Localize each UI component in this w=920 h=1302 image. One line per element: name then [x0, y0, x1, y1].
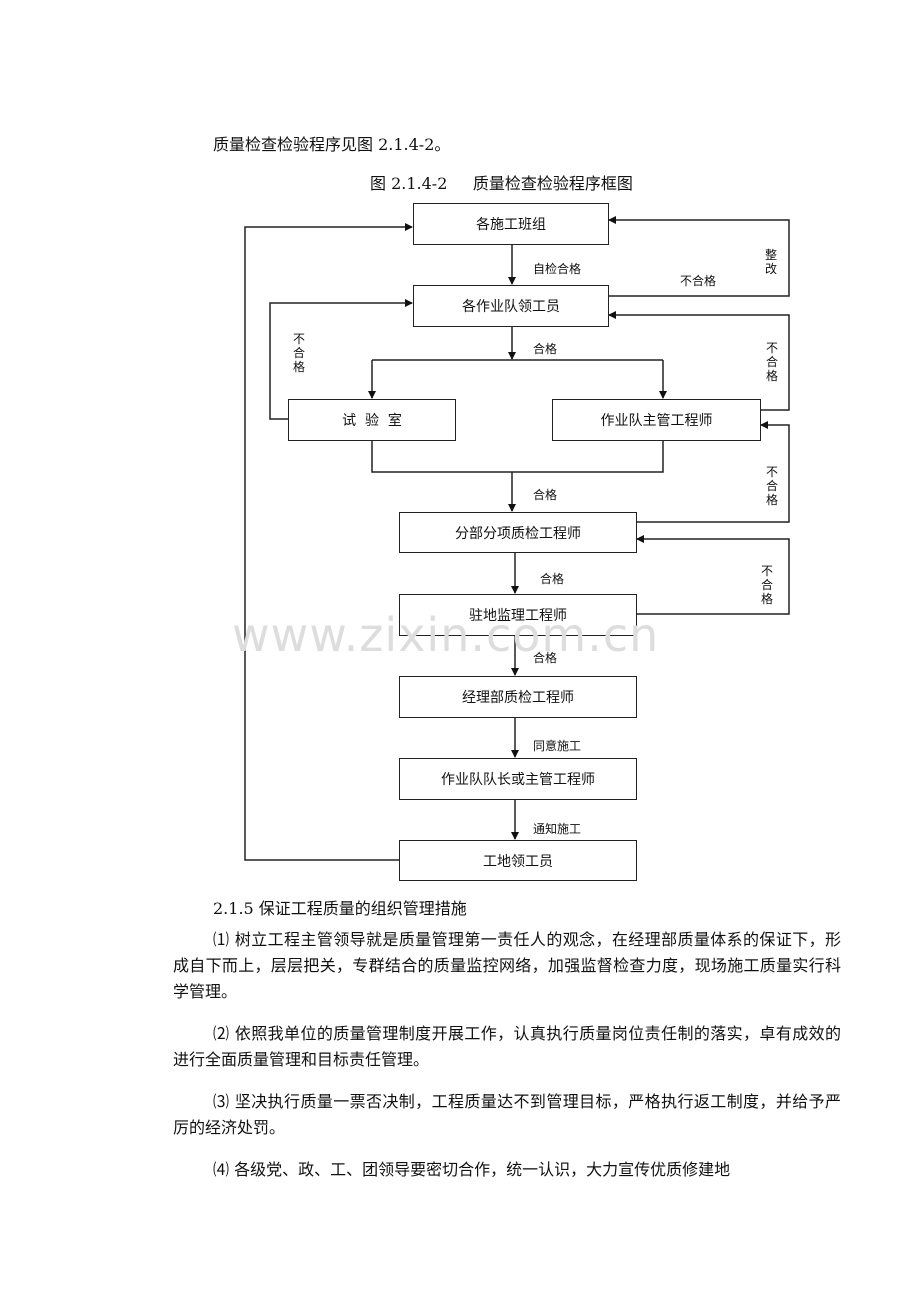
flowchart-connectors [244, 216, 790, 861]
label-fail-right-3: 不合格 [761, 564, 774, 606]
label-agree-construction: 同意施工 [533, 739, 582, 753]
watermark: www.zixin.com.cn [232, 608, 660, 662]
label-pass-4: 合格 [533, 651, 558, 665]
label-fail-lab: 不合格 [293, 332, 306, 374]
label-notify-construction: 通知施工 [533, 822, 582, 836]
label-fail-top: 不合格 [680, 274, 717, 288]
box-resident-supervisor: 驻地监理工程师 [399, 594, 637, 636]
label-pass-2: 合格 [533, 488, 558, 502]
box-team-foreman: 各作业队领工员 [413, 285, 609, 327]
engineer-fail-arrow [608, 311, 790, 411]
box-work-teams: 各施工班组 [413, 203, 609, 245]
label-pass-1: 合格 [533, 342, 558, 356]
box-subitem-qc-engineer: 分部分项质检工程师 [399, 512, 637, 553]
paragraph-4: ⑷ 各级党、政、工、团领导要密切合作，统一认识，大力宣传优质修建地 [213, 1160, 731, 1179]
label-pass-3: 合格 [540, 572, 565, 586]
intro-text: 质量检查检验程序见图 2.1.4-2。 [213, 135, 451, 154]
box-dept-qc-engineer: 经理部质检工程师 [399, 676, 637, 718]
label-self-check-pass: 自检合格 [533, 262, 582, 276]
rectify-loop-arrow [608, 216, 790, 297]
box-team-leader: 作业队队长或主管工程师 [399, 758, 637, 800]
section-heading: 2.1.5 保证工程质量的组织管理措施 [213, 899, 467, 918]
lab-fail-arrow [269, 299, 413, 420]
paragraph-2: ⑵ 依照我单位的质量管理制度开展工作，认真执行质量岗位责任制的落实，卓有成效的进… [173, 1024, 841, 1069]
label-fail-right-1: 不合格 [766, 341, 779, 383]
box-laboratory: 试 验 室 [288, 399, 456, 441]
paragraph-1: ⑴ 树立工程主管领导就是质量管理第一责任人的观念，在经理部质量体系的保证下，形成… [173, 930, 841, 1001]
figure-caption: 图 2.1.4-2 质量检查检验程序框图 [370, 174, 633, 193]
label-fail-right-2: 不合格 [766, 465, 779, 507]
b6-fail-arrow [636, 535, 790, 615]
box-site-foreman: 工地领工员 [399, 840, 637, 881]
paragraph-3: ⑶ 坚决执行质量一票否决制，工程质量达不到管理目标，严格执行返工制度，并给予严厉… [173, 1092, 841, 1137]
return-loop-arrow [244, 223, 413, 861]
b5-fail-arrow [636, 421, 790, 523]
label-rectify: 整改 [765, 248, 778, 276]
box-team-chief-engineer: 作业队主管工程师 [552, 399, 761, 441]
